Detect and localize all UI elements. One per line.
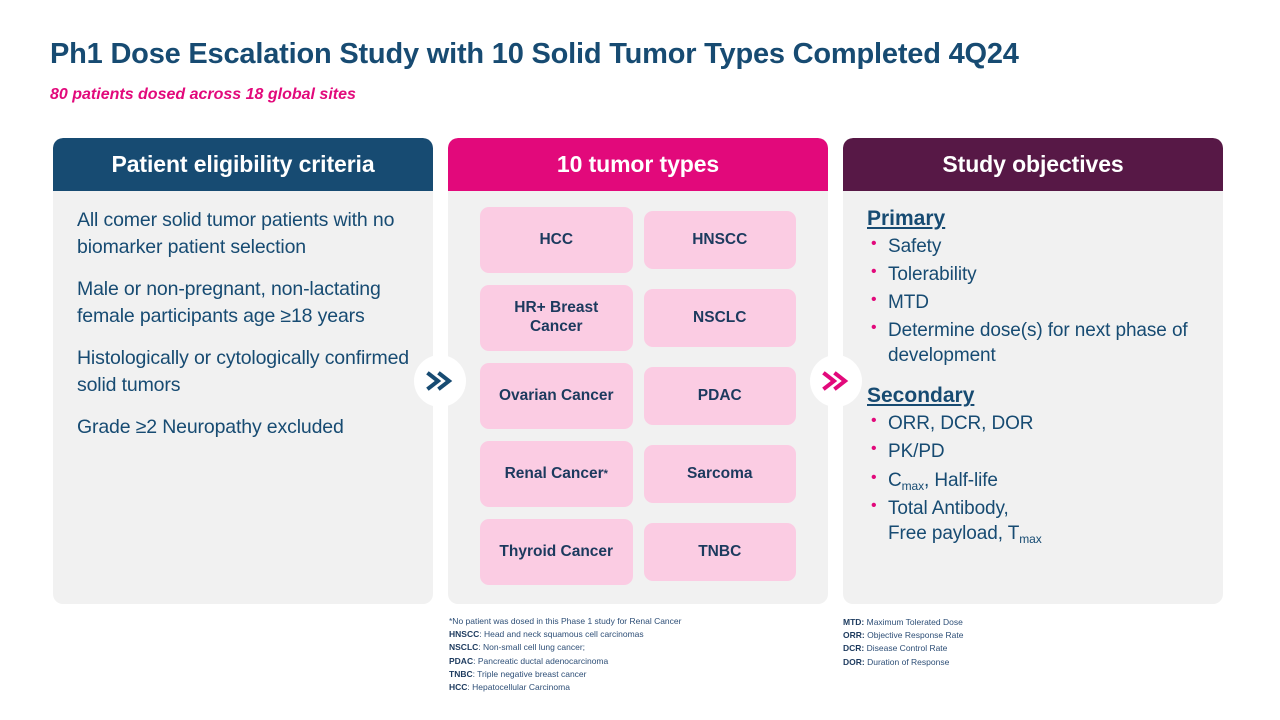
tumor-pill-nsclc: NSCLC (643, 289, 796, 347)
page-subtitle: 80 patients dosed across 18 global sites (50, 86, 356, 103)
tumor-pill-hnscc: HNSCC (643, 211, 796, 269)
footnote-text: Duration of Response (864, 656, 950, 667)
footnote-line: NSCLC: Non-small cell lung cancer; (449, 641, 681, 654)
footnote-line: DOR: Duration of Response (843, 656, 963, 669)
objectives-secondary-list: ORR, DCR, DOR PK/PD Cmax, Half-life Tota… (867, 410, 1199, 546)
footnote-line: HCC: Hepatocellular Carcinoma (449, 681, 681, 694)
footnote-text: : Non-small cell lung cancer; (478, 642, 586, 653)
footnote-abbr: PDAC (449, 655, 474, 666)
panel-header-tumor-types: 10 tumor types (448, 138, 828, 191)
panel-header-eligibility: Patient eligibility criteria (53, 138, 433, 191)
panel-body-eligibility: All comer solid tumor patients with no b… (53, 191, 433, 604)
tumor-pill-ovarian: Ovarian Cancer (480, 363, 633, 429)
footnote-line: MTD: Maximum Tolerated Dose (843, 616, 963, 629)
footnotes-tumor-abbreviations: *No patient was dosed in this Phase 1 st… (449, 615, 681, 694)
panel-header-study-objectives: Study objectives (843, 138, 1223, 191)
panel-patient-eligibility: Patient eligibility criteria All comer s… (53, 138, 433, 604)
tumor-pill-tnbc: TNBC (643, 523, 796, 581)
double-chevron-right-icon (822, 371, 849, 391)
tumor-pill-renal-label: Renal Cancer (504, 464, 604, 482)
tumor-pill-renal: Renal Cancer* (480, 441, 633, 507)
footnote-line: PDAC: Pancreatic ductal adenocarcinoma (449, 655, 681, 668)
panel-body-study-objectives: Primary Safety Tolerability MTD Determin… (843, 191, 1223, 604)
footnote-text: : Pancreatic ductal adenocarcinoma (473, 655, 609, 666)
list-item-cmax: Cmax, Half-life (867, 467, 1199, 493)
tumor-pill-hcc: HCC (480, 207, 633, 273)
footnote-line: HNSCC: Head and neck squamous cell carci… (449, 628, 681, 641)
footnote-line: DCR: Disease Control Rate (843, 642, 963, 655)
list-item: All comer solid tumor patients with no b… (77, 209, 395, 258)
tumor-type-grid: HCC HNSCC HR+ Breast Cancer NSCLC Ovaria… (472, 207, 804, 585)
objectives-secondary-heading: Secondary (867, 384, 975, 408)
tmax-subscript: max (1019, 531, 1042, 546)
tumor-pill-thyroid: Thyroid Cancer (480, 519, 633, 585)
list-item: Determine dose(s) for next phase of deve… (867, 317, 1199, 368)
footnote-abbr: HCC (449, 681, 468, 692)
list-item: ORR, DCR, DOR (867, 410, 1199, 436)
footnote-text: Maximum Tolerated Dose (864, 617, 963, 627)
footnote-text: Objective Response Rate (864, 630, 964, 641)
footnote-abbr: HNSCC (449, 629, 480, 640)
cmax-subscript: max (901, 478, 924, 493)
footnote-abbr: NSCLC (449, 642, 479, 653)
panel-study-objectives: Study objectives Primary Safety Tolerabi… (843, 138, 1223, 604)
cmax-tail: , Half-life (924, 469, 998, 491)
list-item: PK/PD (867, 438, 1199, 464)
footnote-text: *No patient was dosed in this Phase 1 st… (449, 616, 682, 626)
footnote-text: : Hepatocellular Carcinoma (467, 681, 570, 692)
connector-chevron-2 (810, 355, 862, 407)
tumor-pill-sarcoma: Sarcoma (643, 445, 796, 503)
footnote-line: ORR: Objective Response Rate (843, 629, 963, 642)
list-item: Grade ≥2 Neuropathy excluded (77, 416, 344, 439)
footnote-line: *No patient was dosed in this Phase 1 st… (449, 615, 681, 628)
panel-tumor-types: 10 tumor types HCC HNSCC HR+ Breast Canc… (448, 138, 828, 604)
double-chevron-right-icon (426, 371, 453, 391)
footnotes-objective-abbreviations: MTD: Maximum Tolerated Dose ORR: Objecti… (843, 616, 963, 669)
footnote-text: Disease Control Rate (864, 643, 948, 654)
objectives-primary-list: Safety Tolerability MTD Determine dose(s… (867, 233, 1199, 368)
connector-chevron-1 (414, 355, 466, 407)
tumor-pill-hr-breast: HR+ Breast Cancer (480, 285, 633, 351)
footnote-line: TNBC: Triple negative breast cancer (449, 668, 681, 681)
list-item: Male or non-pregnant, non-lactating fema… (77, 278, 381, 327)
footnote-text: : Triple negative breast cancer (472, 668, 587, 679)
footnote-abbr: ORR: (843, 630, 865, 641)
tmax-base: Total Antibody, Free payload, T (888, 497, 1020, 544)
tumor-pill-pdac: PDAC (643, 367, 796, 425)
cmax-base: C (888, 469, 902, 491)
panel-body-tumor-types: HCC HNSCC HR+ Breast Cancer NSCLC Ovaria… (448, 191, 828, 604)
eligibility-criteria-list: All comer solid tumor patients with no b… (77, 207, 409, 441)
footnote-abbr: TNBC (449, 668, 473, 679)
footnote-text: : Head and neck squamous cell carcinomas (479, 629, 644, 640)
page-title: Ph1 Dose Escalation Study with 10 Solid … (50, 38, 1019, 70)
footnote-abbr: DCR: (843, 643, 865, 654)
list-item: MTD (867, 289, 1199, 315)
footnote-abbr: MTD: (843, 617, 865, 627)
footnote-abbr: DOR: (843, 656, 865, 667)
list-item: Histologically or cytologically confirme… (77, 347, 409, 396)
list-item-tmax: Total Antibody, Free payload, Tmax (867, 495, 1199, 546)
list-item: Tolerability (867, 261, 1199, 287)
list-item: Safety (867, 233, 1199, 259)
objectives-primary-heading: Primary (867, 207, 946, 230)
